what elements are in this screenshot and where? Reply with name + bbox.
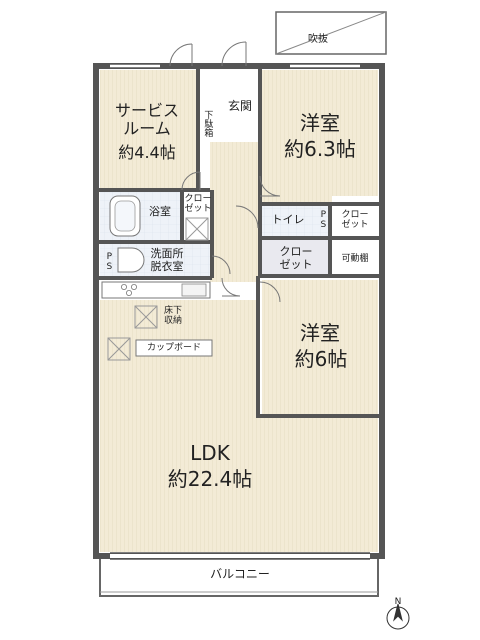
door-swings [181, 171, 281, 303]
stove-burner [126, 289, 133, 296]
stove-burner [121, 283, 128, 290]
entry-doors [169, 41, 247, 67]
ldk-name: LDK [190, 441, 230, 465]
western-room-1-name: 洋室 [300, 111, 340, 135]
shelf-floor [332, 244, 378, 274]
window-marks [110, 63, 370, 560]
bathtub-inner [114, 200, 136, 232]
kitchen-sink [181, 283, 207, 297]
service-room-name: サービス ルーム [114, 101, 179, 139]
toilet-floor [262, 206, 328, 236]
underfloor-storage-label: 床下 収納 [163, 306, 182, 327]
western-room-2-name: 洋室 [300, 321, 340, 345]
storage-marks [107, 217, 209, 361]
cupboard-label: カップボード [146, 343, 201, 353]
balcony-area [99, 555, 379, 597]
wash-basin [117, 247, 145, 273]
western-room-2-floor [262, 280, 378, 414]
closet-label-3: クロー ゼット [279, 245, 313, 271]
ldk-size: 約22.4帖 [167, 467, 253, 491]
western-room-1-size: 約6.3帖 [284, 137, 356, 161]
washroom-label: 洗面所 脱衣室 [150, 247, 184, 273]
bathroom-label: 浴室 [149, 205, 171, 218]
stove-burner [130, 283, 137, 290]
interior-walls [96, 64, 382, 418]
service-room-floor [100, 70, 196, 188]
shelf-label: 可動棚 [341, 254, 369, 264]
closet-floor-3 [262, 240, 332, 274]
void-diagonal [275, 11, 387, 55]
western-room-1-floor [262, 70, 378, 202]
shoe-cabinet-label: 下駄箱 [202, 110, 213, 137]
cupboard-line [135, 339, 213, 357]
western-room-2-size: 約6帖 [294, 347, 348, 371]
balcony-label: バルコニー [210, 567, 270, 581]
ps-label-2: PS [318, 210, 329, 230]
north-arrow [386, 603, 410, 630]
service-room-size: 約4.4帖 [118, 143, 176, 162]
north-label: N [394, 597, 402, 607]
entrance-floor [200, 92, 260, 142]
corridor-floor [210, 142, 260, 282]
closet-label-1: クロー ゼット [184, 194, 212, 215]
ldk-floor [100, 300, 378, 552]
closet-label-2: クロー ゼット [341, 210, 369, 231]
entrance-label: 玄関 [227, 99, 252, 113]
void-label: 吹抜 [308, 34, 328, 45]
toilet-label: トイレ [271, 213, 305, 226]
ps-label-1: PS [104, 252, 115, 272]
